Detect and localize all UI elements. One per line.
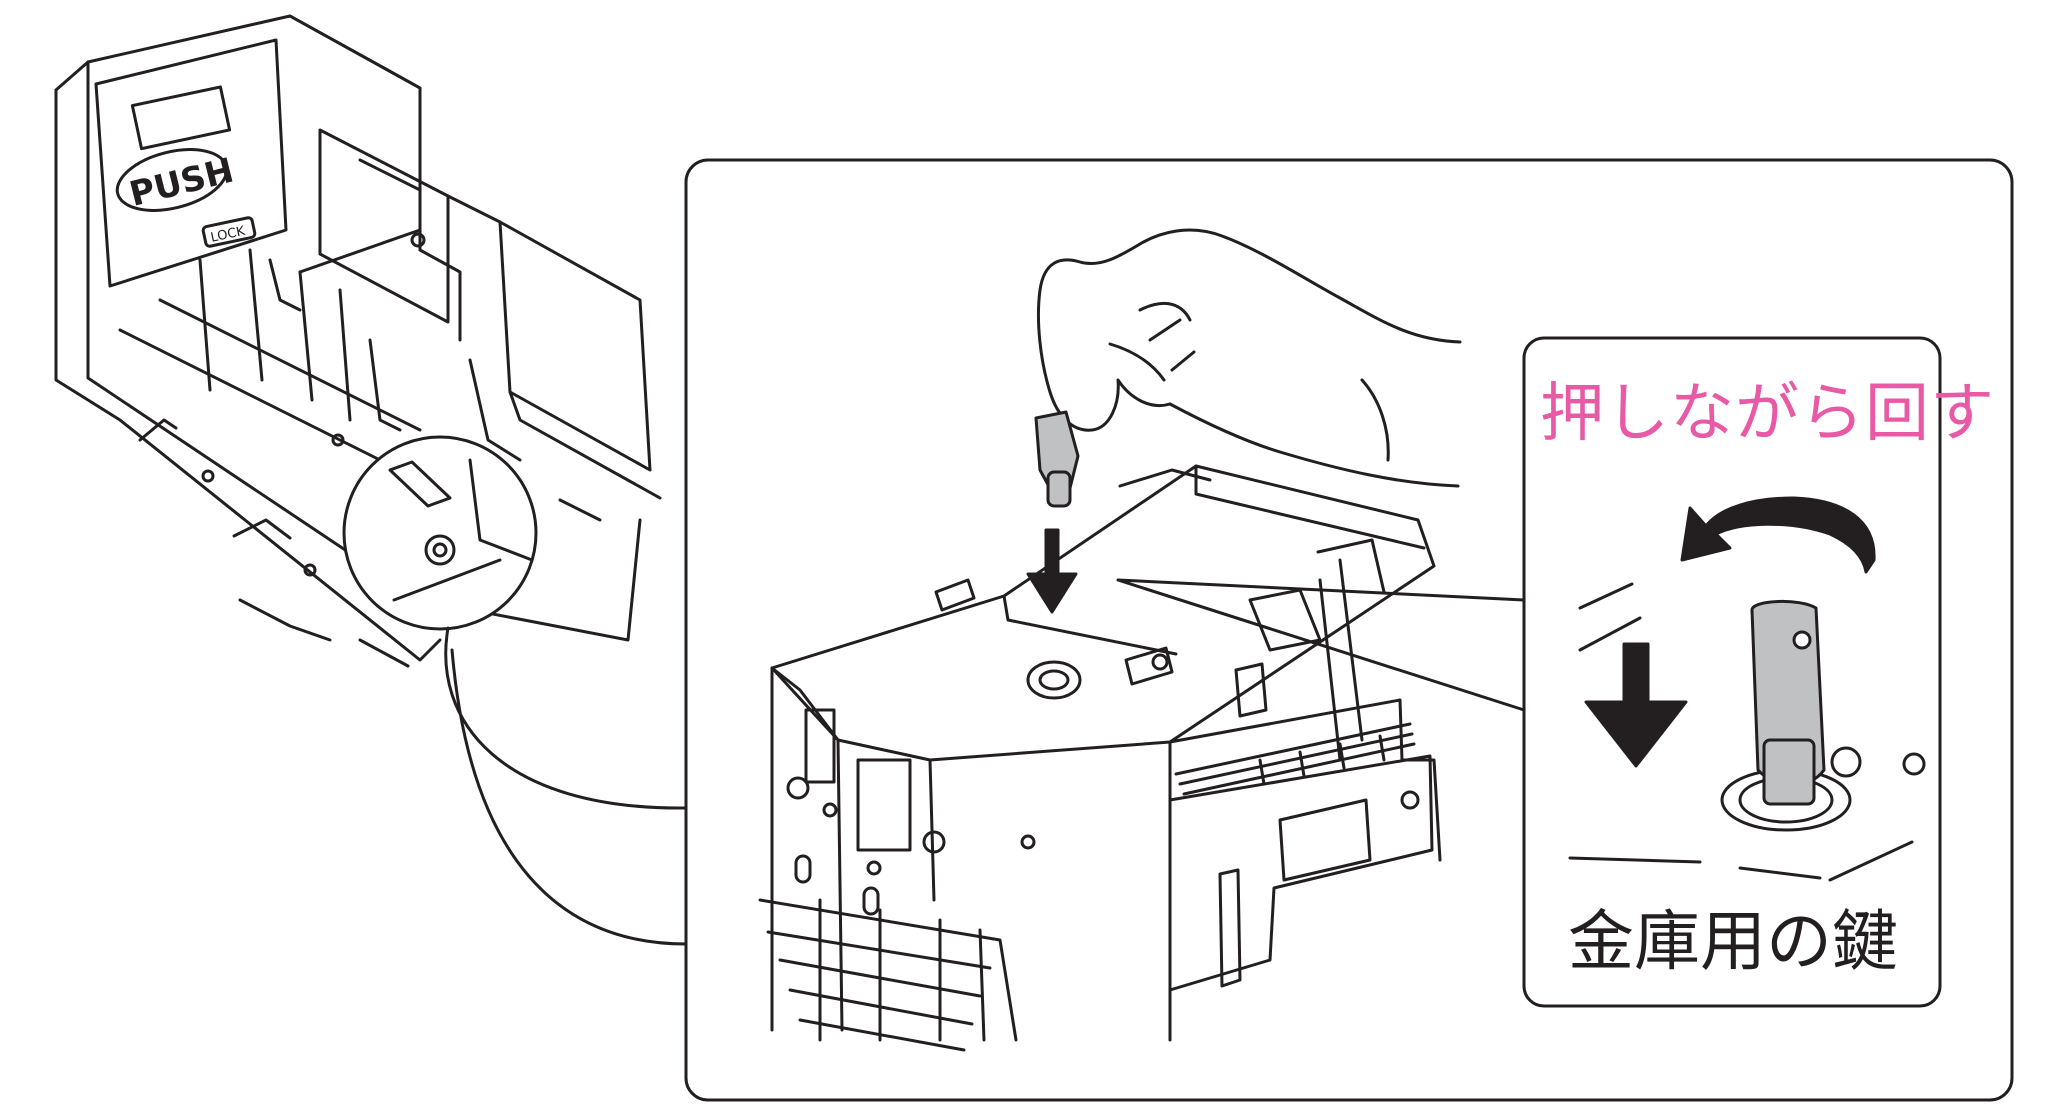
detail-frame — [684, 158, 2014, 1102]
inset-down-arrow-icon — [1584, 642, 1688, 768]
callout-curve — [444, 626, 688, 946]
instruction-label: 押しながら回す — [1540, 377, 1995, 451]
inset-detail — [1568, 496, 1926, 882]
lock-label: LOCK — [209, 224, 246, 246]
hand-icon — [1036, 228, 1462, 488]
cashbox-overview: LOCK PUSH — [54, 14, 662, 668]
inset-leader — [1116, 578, 1526, 712]
down-arrow-icon — [1026, 528, 1078, 614]
key-icon — [1034, 410, 1080, 508]
rotate-arrow-icon — [1680, 496, 1876, 574]
machine-unit — [758, 464, 1442, 1052]
magnifier-circle — [342, 435, 538, 631]
key-label: 金庫用の鍵 — [1568, 903, 1898, 980]
